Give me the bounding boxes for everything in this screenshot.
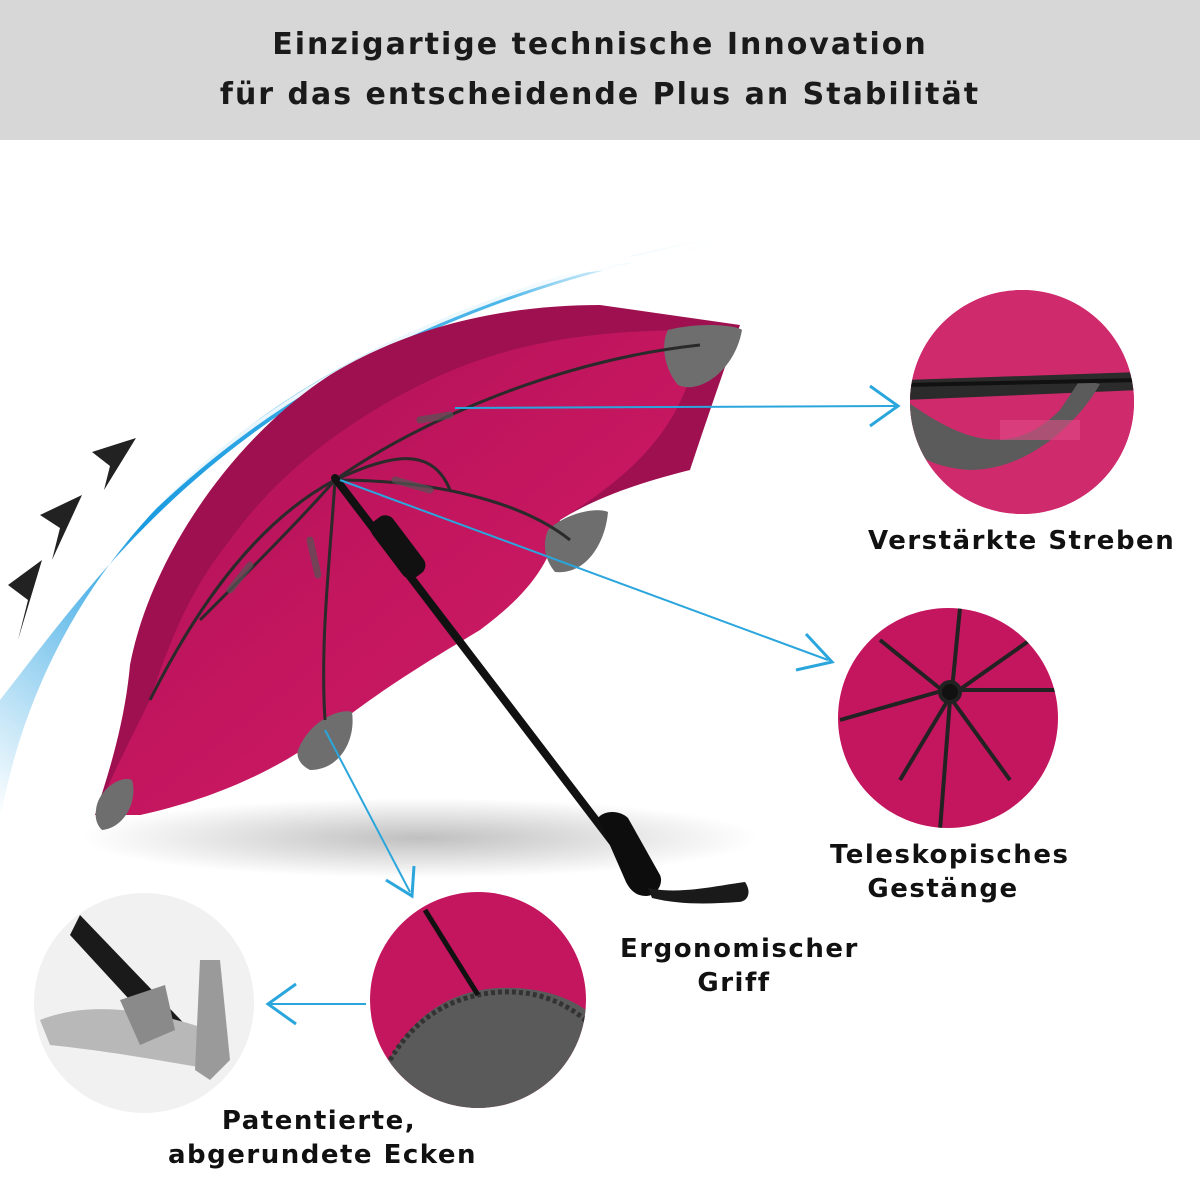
label-reinforced-ribs: Verstärkte Streben	[868, 526, 1176, 556]
label-ergonomic-grip: Ergonomischer Griff	[620, 932, 859, 1000]
header-banner: Einzigartige technische Innovation für d…	[0, 0, 1200, 140]
label-telescopic-line-1: Teleskopisches	[830, 840, 1070, 870]
detail-circle-corner-tip	[370, 892, 586, 1108]
label-corners-line-2: abgerundete Ecken	[168, 1140, 478, 1170]
detail-circle-patented-corners	[34, 893, 254, 1113]
ground-shadow	[80, 798, 760, 878]
label-telescopic-frame: Teleskopisches Gestänge	[830, 838, 1070, 906]
detail-circle-telescopic-frame	[838, 608, 1058, 828]
label-corners-line-1: Patentierte,	[221, 1106, 417, 1136]
header-title-line-1: Einzigartige technische Innovation	[272, 27, 928, 62]
detail-circle-reinforced-ribs	[910, 290, 1134, 514]
wind-swoosh	[0, 236, 720, 820]
header-title-line-2: für das entscheidende Plus an Stabilität	[219, 77, 981, 112]
label-patented-corners: Patentierte, abgerundete Ecken	[168, 1104, 478, 1172]
callout-arrows	[265, 384, 901, 1026]
label-grip-line-2: Griff	[697, 968, 771, 998]
label-grip-line-1: Ergonomischer	[620, 934, 859, 964]
umbrella	[95, 305, 749, 904]
label-telescopic-line-2: Gestänge	[867, 874, 1019, 904]
